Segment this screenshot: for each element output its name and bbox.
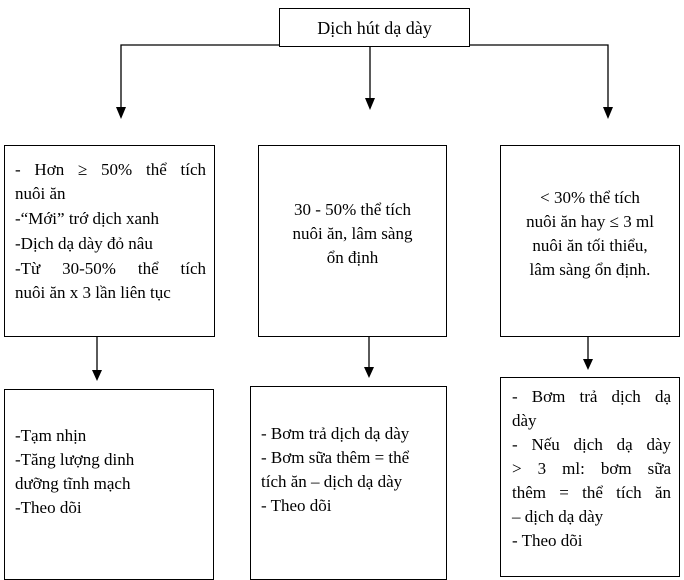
action-line: -Tạm nhịn [15, 426, 87, 445]
action-line: - Bơm trả dịch dạ dày [261, 424, 410, 443]
condition-line: nuôi ăn tối thiểu, [532, 236, 648, 255]
root-node: Dịch hút dạ dày [279, 8, 470, 47]
condition-item: -“Mới” trớ dịch xanh [15, 207, 206, 231]
action-line: - Bơm sữa thêm = thể [261, 448, 410, 467]
arrow-head-left [116, 107, 126, 119]
condition-line: - Hơn ≥ 50% thể tích [15, 160, 206, 179]
action-item: - Bơm trả dịch dạ dày [512, 385, 671, 433]
arrow-head-center-down [364, 367, 374, 378]
arrow-head-left-down [92, 370, 102, 381]
action-line: dưỡng tĩnh mạch [15, 474, 131, 493]
condition-line: -Từ 30-50% thể tích [15, 259, 206, 278]
action-box-center: - Bơm trả dịch dạ dày - Bơm sữa thêm = t… [250, 386, 447, 580]
condition-item: - Hơn ≥ 50% thể tích nuôi ăn [15, 158, 206, 206]
condition-line: nuôi ăn x 3 lần liên tục [15, 283, 171, 302]
connector-root-right [470, 44, 609, 108]
action-box-left: -Tạm nhịn -Tăng lượng dinh dưỡng tĩnh mạ… [4, 389, 214, 580]
action-line: - Nếu dịch dạ dày [512, 435, 671, 454]
condition-line: nuôi ăn hay ≤ 3 ml [526, 212, 654, 231]
action-line: - Theo dõi [261, 496, 332, 515]
action-line: -Theo dõi [15, 498, 82, 517]
action-line: thêm = thể tích ăn [512, 483, 671, 502]
action-item: - Theo dõi [512, 529, 671, 553]
connector-root-left [120, 44, 279, 108]
arrow-head-right [603, 107, 613, 119]
action-line: tích ăn – dịch dạ dày [261, 472, 403, 491]
action-line: dày [512, 411, 537, 430]
condition-line: -Dịch dạ dày đỏ nâu [15, 234, 153, 253]
condition-line: ổn định [326, 248, 379, 267]
condition-line: lâm sàng ổn định. [529, 260, 651, 279]
action-line: - Bơm trả dịch dạ [512, 387, 671, 406]
action-line: - Theo dõi [512, 531, 583, 550]
action-line: -Tăng lượng dinh [15, 450, 135, 469]
condition-box-left: - Hơn ≥ 50% thể tích nuôi ăn -“Mới” trớ … [4, 145, 215, 337]
action-line: – dịch dạ dày [512, 507, 604, 526]
arrow-head-right-down [583, 359, 593, 370]
action-box-right: - Bơm trả dịch dạ dày - Nếu dịch dạ dày … [500, 377, 680, 577]
arrow-head-center [365, 98, 375, 110]
condition-item: -Dịch dạ dày đỏ nâu [15, 232, 206, 256]
action-item: - Nếu dịch dạ dày > 3 ml: bơm sữa thêm =… [512, 433, 671, 529]
condition-box-center: 30 - 50% thể tích nuôi ăn, lâm sàng ổn đ… [258, 145, 447, 337]
condition-line: nuôi ăn, lâm sàng [292, 224, 413, 243]
condition-item: -Từ 30-50% thể tích nuôi ăn x 3 lần liên… [15, 257, 206, 305]
condition-line: nuôi ăn [15, 184, 66, 203]
action-line: > 3 ml: bơm sữa [512, 459, 671, 478]
root-node-label: Dịch hút dạ dày [317, 17, 432, 38]
condition-line: 30 - 50% thể tích [293, 200, 412, 219]
condition-line: -“Mới” trớ dịch xanh [15, 209, 160, 228]
condition-box-right: < 30% thể tích nuôi ăn hay ≤ 3 ml nuôi ă… [500, 145, 680, 337]
condition-line: < 30% thể tích [540, 188, 640, 207]
